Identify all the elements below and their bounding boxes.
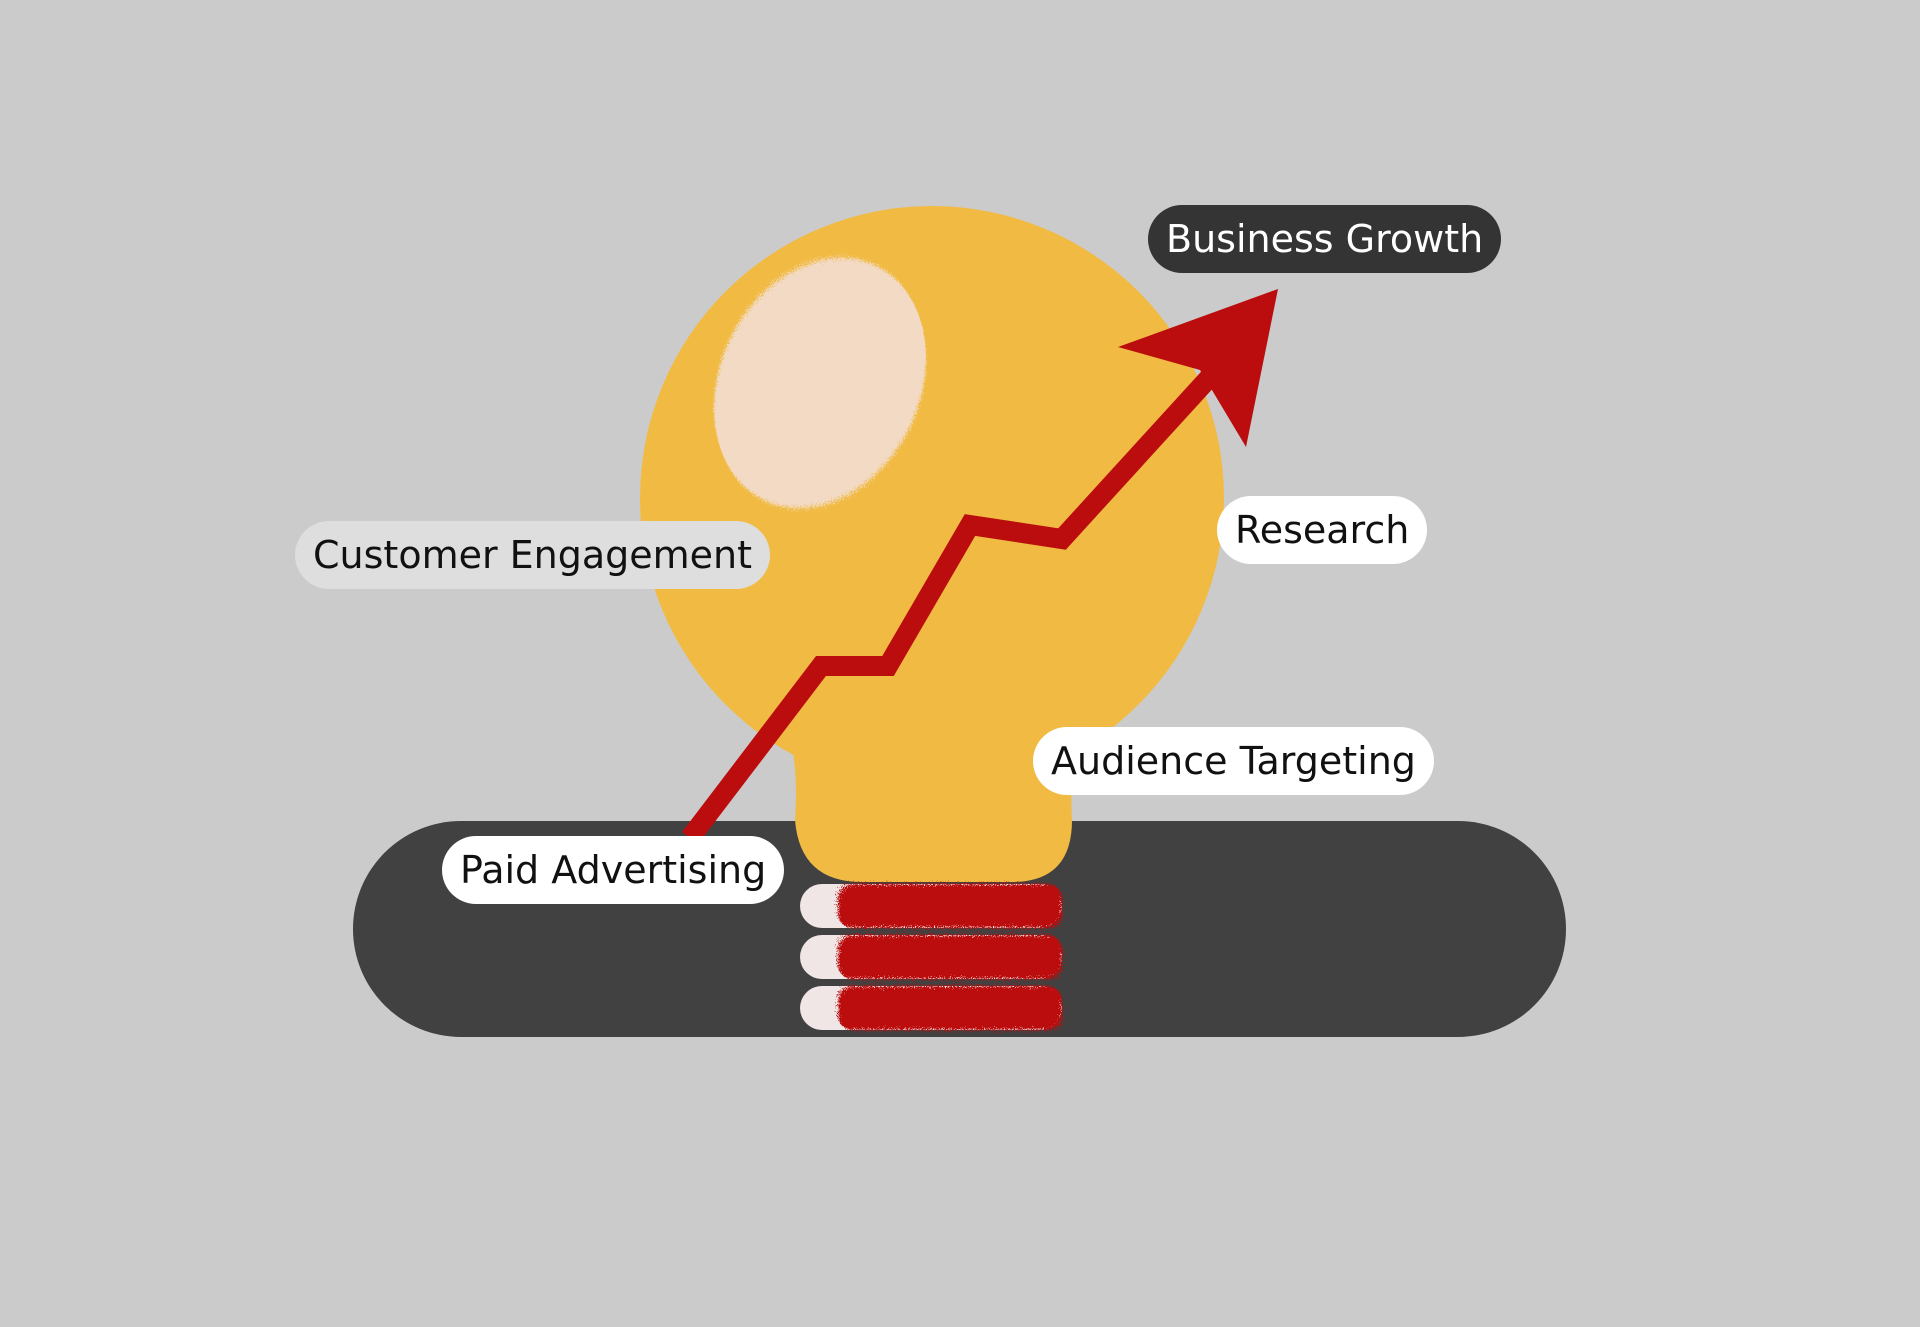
bulb-highlight	[714, 257, 926, 509]
label-business-growth: Business Growth	[1148, 205, 1502, 273]
lightbulb-icon	[640, 206, 1224, 882]
bulb-screw-base	[800, 884, 1062, 1030]
label-paid-advertising: Paid Advertising	[442, 836, 785, 904]
growth-arrow-icon	[682, 289, 1278, 845]
label-customer-engagement: Customer Engagement	[295, 521, 771, 589]
label-audience-targeting: Audience Targeting	[1033, 727, 1434, 795]
label-research: Research	[1217, 496, 1428, 564]
